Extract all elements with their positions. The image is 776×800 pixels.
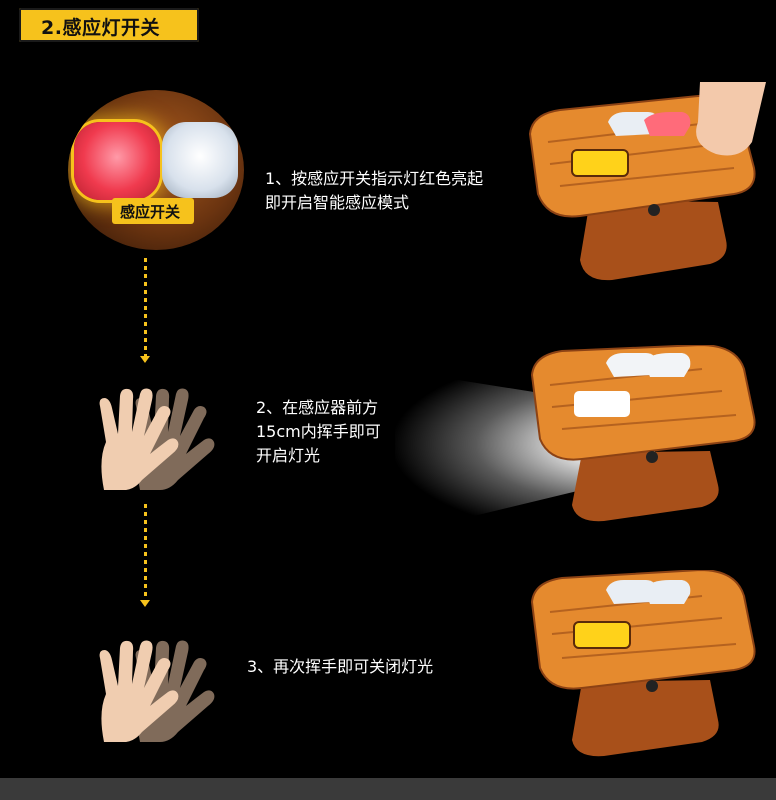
step-3-line-1: 3、再次挥手即可关闭灯光 xyxy=(247,657,434,676)
step-2-line-3: 开启灯光 xyxy=(256,446,321,465)
headlamp-icon-1 xyxy=(528,82,766,281)
hand-wave-icon-2 xyxy=(99,640,215,742)
section-title: 2.感应灯开关 xyxy=(41,17,160,39)
bottom-bar xyxy=(0,778,776,800)
step-1-line-1: 1、按感应开关指示灯红色亮起 xyxy=(265,169,484,188)
connector-arrow-1 xyxy=(140,356,150,363)
sensor-button-label-pill: 感应开关 xyxy=(112,198,194,224)
step-2-line-2: 15cm内挥手即可 xyxy=(256,422,381,441)
connector-arrow-2 xyxy=(140,600,150,607)
sensor-button-closeup: 感应开关 xyxy=(68,90,244,250)
section-header: 2.感应灯开关 xyxy=(19,8,199,42)
headlamp-icon-2 xyxy=(530,345,756,522)
step-1-text: 1、按感应开关指示灯红色亮起 即开启智能感应模式 xyxy=(265,167,483,215)
connector-dots-1 xyxy=(144,258,148,358)
sensor-button-label: 感应开关 xyxy=(120,203,181,221)
hand-wave-icon xyxy=(99,388,215,490)
step-3-text: 3、再次挥手即可关闭灯光 xyxy=(247,655,433,679)
headlamp-icon-3 xyxy=(530,570,756,757)
step-1-line-2: 即开启智能感应模式 xyxy=(265,193,410,212)
sensor-button-red xyxy=(74,122,160,200)
connector-dots-2 xyxy=(144,504,148,602)
step-2-line-1: 2、在感应器前方 xyxy=(256,398,379,417)
light-button-white xyxy=(162,122,238,198)
step-2-text: 2、在感应器前方 15cm内挥手即可 开启灯光 xyxy=(256,396,381,468)
